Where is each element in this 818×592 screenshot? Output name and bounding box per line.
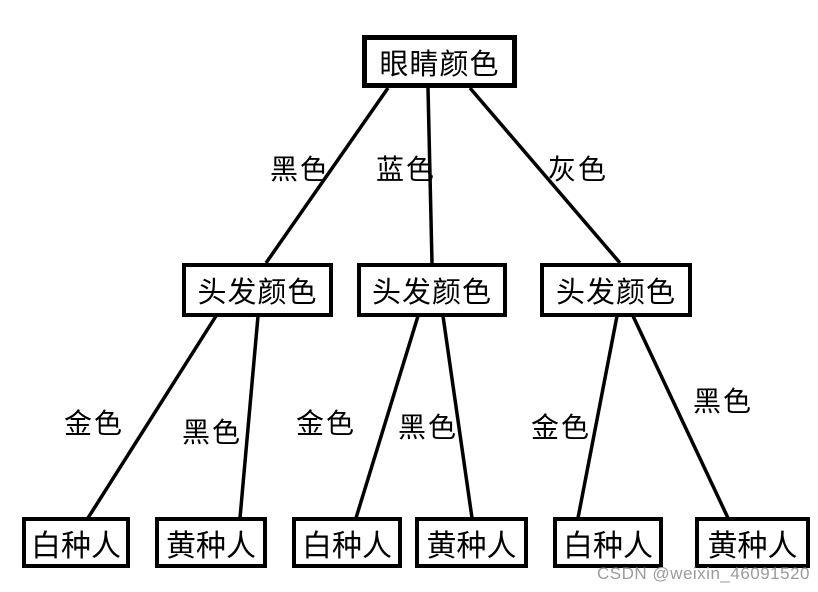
branch-node-hair-color-1: 头发颜色 [182,263,333,317]
branch-node-label: 头发颜色 [197,277,318,309]
edge-label-blue: 蓝色 [375,154,437,185]
edge-label-gold-3: 金色 [530,412,592,443]
leaf-node-yellow-race-1: 黄种人 [155,517,267,568]
leaf-node-yellow-race-3: 黄种人 [695,517,810,568]
edge-line-gold-hair-3 [576,315,619,519]
leaf-node-label: 黄种人 [426,529,517,563]
leaf-node-yellow-race-2: 黄种人 [415,517,528,568]
csdn-watermark: CSDN @weixin_46091520 [597,564,810,583]
edge-line-black-eyes [264,86,390,265]
branch-node-hair-color-3: 头发颜色 [540,263,692,317]
branch-node-label: 头发颜色 [371,277,492,309]
branch-node-label: 头发颜色 [555,277,676,309]
edge-line-gold-hair-1 [86,315,218,519]
root-node-label: 眼睛颜色 [379,48,500,81]
edge-label-gray: 灰色 [547,154,609,185]
edge-label-black-3: 黑色 [692,386,754,417]
branch-node-hair-color-2: 头发颜色 [357,263,507,317]
edge-label-black-2: 黑色 [397,412,459,443]
edge-line-gray-eyes [468,86,622,265]
edge-label-gold-2: 金色 [295,408,357,439]
leaf-node-white-race-3: 白种人 [553,517,663,568]
leaf-node-label: 白种人 [302,529,392,563]
leaf-node-label: 白种人 [563,529,653,563]
edge-label-black: 黑色 [269,154,331,185]
edge-line-black-hair-2 [441,315,474,519]
leaf-node-white-race-1: 白种人 [22,517,130,568]
edge-line-black-hair-3 [631,315,730,519]
edge-line-gold-hair-2 [354,315,420,519]
edge-label-black-1: 黑色 [181,417,243,448]
root-node-eye-color: 眼睛颜色 [362,35,517,88]
leaf-node-white-race-2: 白种人 [292,517,402,568]
leaf-node-label: 黄种人 [707,529,798,563]
edge-line-black-hair-1 [238,315,260,519]
edge-line-blue-eyes [426,87,434,264]
edge-label-gold-1: 金色 [63,408,125,439]
leaf-node-label: 黄种人 [166,529,256,563]
leaf-node-label: 白种人 [31,529,121,563]
